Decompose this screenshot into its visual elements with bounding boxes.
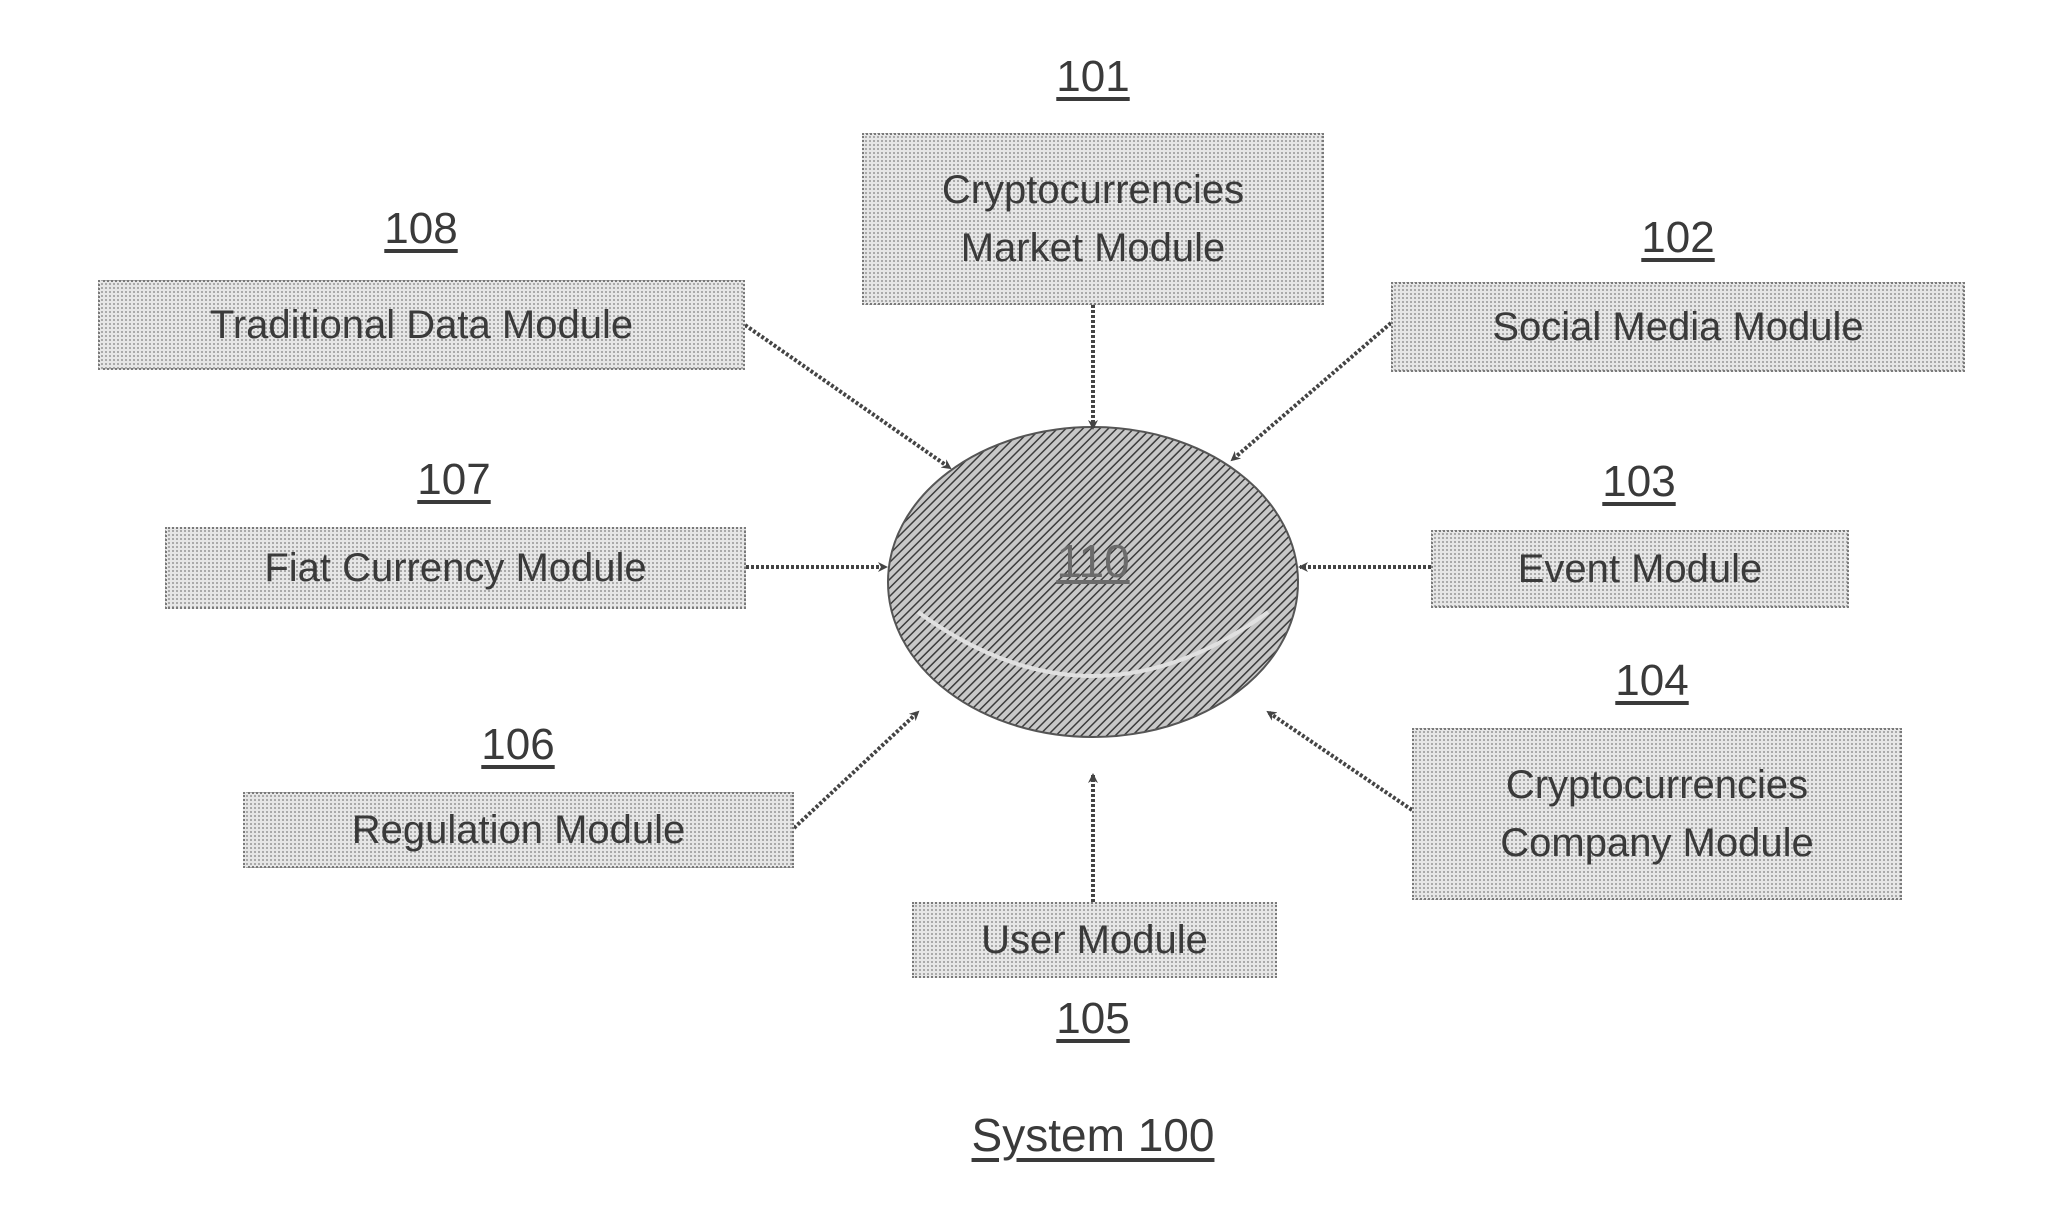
ref-label-106: 106 [481,720,555,769]
user-module-box[interactable]: User Module [912,902,1277,978]
cryptocurrencies-company-module-label: Cryptocurrencies Company Module [1500,763,1814,865]
ref-label-105: 105 [1056,994,1130,1043]
ref-label-107: 107 [417,455,491,504]
social-media-module-box[interactable]: Social Media Module [1391,282,1965,372]
ref-label-103: 103 [1602,457,1676,506]
ref-label-108: 108 [384,204,458,253]
regulation-module-label: Regulation Module [351,808,686,852]
arrow-m102-to-hub [1230,321,1393,462]
fiat-currency-module-box[interactable]: Fiat Currency Module [165,527,746,609]
traditional-data-module-box[interactable]: Traditional Data Module [98,280,745,370]
event-module-label: Event Module [1517,547,1763,591]
user-module-label: User Module [981,918,1208,962]
hub-ref-label: 110 [1056,535,1130,587]
ref-label-102: 102 [1641,213,1715,262]
traditional-data-module-label: Traditional Data Module [209,303,634,347]
event-module-box[interactable]: Event Module [1431,530,1849,608]
fiat-currency-module-label: Fiat Currency Module [264,546,647,590]
ref-label-101: 101 [1056,52,1130,101]
arrows-layer [743,305,1431,902]
hub-database-rim [916,610,1270,678]
arrow-m104-to-hub [1266,710,1414,812]
system-caption: System 100 [971,1109,1215,1161]
social-media-module-label: Social Media Module [1492,305,1864,349]
cryptocurrencies-market-module-label: Cryptocurrencies Market Module [941,168,1245,270]
cryptocurrencies-market-module-box[interactable]: Cryptocurrencies Market Module [862,133,1324,305]
regulation-module-box[interactable]: Regulation Module [243,792,794,868]
ref-label-104: 104 [1615,656,1689,705]
arrow-m106-to-hub [792,710,920,830]
cryptocurrencies-company-module-box[interactable]: Cryptocurrencies Company Module [1412,728,1902,900]
arrow-m108-to-hub [743,323,952,470]
